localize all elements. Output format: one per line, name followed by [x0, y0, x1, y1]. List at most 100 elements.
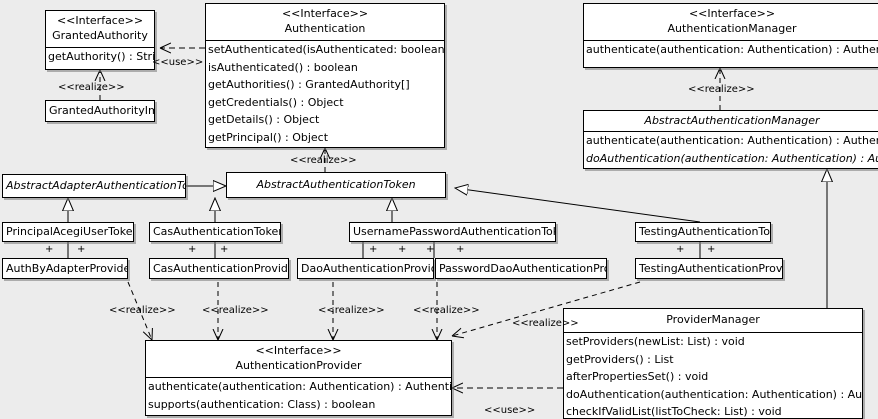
- member-row: getAuthority() : String: [48, 50, 154, 63]
- class-name-label: CasAuthenticationToken: [153, 225, 281, 238]
- member-row: setProviders(newList: List) : void: [566, 335, 745, 348]
- relation-generalization-testingauthenticationtoken: [455, 188, 701, 223]
- class-members: setAuthenticated(isAuthenticated: boolea…: [206, 40, 444, 146]
- member-row: isAuthenticated() : boolean: [208, 60, 358, 74]
- label-realize-authbyadapterprovider: <<realize>>: [109, 305, 176, 316]
- class-name-label: ProviderManager: [666, 313, 760, 326]
- multiplicity-marker: +: [707, 244, 716, 255]
- multiplicity-marker: +: [426, 244, 435, 255]
- stereotype-label: <<Interface>>: [688, 7, 776, 20]
- member-row: getCredentials() : Object: [208, 95, 344, 109]
- class-name-label: GrantedAuthorityImpl: [49, 104, 154, 117]
- class-header: <<Interface>> AuthenticationProvider: [146, 341, 451, 377]
- multiplicity-marker: +: [369, 244, 378, 255]
- class-header: CasAuthenticationToken: [150, 223, 280, 241]
- class-name-label: DaoAuthenticationProvider: [301, 262, 433, 275]
- class-header: <<Interface>> GrantedAuthority: [46, 11, 154, 47]
- class-principal-acegi-user-token[interactable]: PrincipalAcegiUserToken: [2, 222, 134, 242]
- class-granted-authority[interactable]: <<Interface>> GrantedAuthority getAuthor…: [45, 10, 155, 70]
- class-name-label: AuthByAdapterProvider: [6, 262, 128, 275]
- member-row: afterPropertiesSet() : void: [566, 370, 709, 383]
- class-abstract-authentication-token[interactable]: AbstractAuthenticationToken: [226, 172, 446, 198]
- class-name-label: AbstractAuthenticationToken: [256, 178, 416, 191]
- member-row: doAuthentication(authentication: Authent…: [566, 387, 862, 401]
- class-members: setProviders(newList: List) : void getPr…: [564, 332, 862, 418]
- multiplicity-marker: +: [45, 244, 54, 255]
- stereotype-label: <<Interface>>: [56, 14, 144, 27]
- class-name-label: TestingAuthenticationProvider: [639, 262, 783, 275]
- label-use-authentication-grantedauthority: <<use>>: [152, 57, 204, 68]
- class-header: UsernamePasswordAuthenticationToken: [350, 223, 555, 241]
- member-row: authenticate(authentication: Authenticat…: [586, 43, 878, 56]
- class-authentication[interactable]: <<Interface>> Authentication setAuthenti…: [205, 3, 445, 148]
- class-header: PrincipalAcegiUserToken: [3, 223, 133, 241]
- label-realize-casauthenticationprovider: <<realize>>: [202, 305, 269, 316]
- member-row: getPrincipal() : Object: [208, 130, 329, 144]
- class-header: CasAuthenticationProvider: [150, 259, 289, 278]
- class-header: AbstractAdapterAuthenticationToken: [3, 175, 185, 197]
- label-realize-grantedauthorityimpl: <<realize>>: [58, 82, 125, 93]
- class-cas-authentication-token[interactable]: CasAuthenticationToken: [149, 222, 281, 242]
- label-realize-abstractauthenticationtoken: <<realize>>: [290, 155, 357, 166]
- member-row: authenticate(authentication: Authenticat…: [586, 134, 878, 147]
- class-header: AuthByAdapterProvider: [3, 259, 128, 278]
- member-row: getAuthorities() : GrantedAuthority[]: [208, 78, 410, 91]
- multiplicity-marker: +: [77, 244, 86, 255]
- multiplicity-marker: +: [398, 244, 407, 255]
- class-abstract-adapter-authentication-token[interactable]: AbstractAdapterAuthenticationToken: [2, 174, 186, 198]
- class-abstract-authentication-manager[interactable]: AbstractAuthenticationManager authentica…: [583, 110, 878, 169]
- label-realize-testingauthenticationprovider: <<realize>>: [512, 318, 579, 329]
- class-name-label: Authentication: [284, 22, 366, 35]
- stereotype-label: <<Interface>>: [281, 7, 369, 20]
- class-members: authenticate(authentication: Authenticat…: [584, 131, 878, 167]
- class-username-password-authentication-token[interactable]: UsernamePasswordAuthenticationToken: [349, 222, 556, 242]
- label-use-providermanager-authenticationprovider: <<use>>: [484, 405, 536, 416]
- class-name-label: AbstractAuthenticationManager: [644, 114, 820, 127]
- class-dao-authentication-provider[interactable]: DaoAuthenticationProvider: [297, 258, 434, 279]
- label-realize-daoauthenticationprovider: <<realize>>: [318, 305, 385, 316]
- member-row: doAuthentication(authentication: Authent…: [586, 151, 878, 165]
- class-header: DaoAuthenticationProvider: [298, 259, 433, 278]
- member-row: setAuthenticated(isAuthenticated: boolea…: [208, 43, 444, 56]
- class-name-label: AuthenticationManager: [667, 22, 797, 35]
- class-name-label: AuthenticationProvider: [235, 359, 362, 372]
- label-realize-abstractauthenticationmanager: <<realize>>: [688, 84, 755, 95]
- class-authentication-manager[interactable]: <<Interface>> AuthenticationManager auth…: [583, 3, 878, 68]
- class-header: PasswordDaoAuthenticationProvider: [436, 259, 606, 278]
- class-header: TestingAuthenticationProvider: [636, 259, 783, 278]
- class-name-label: PrincipalAcegiUserToken: [6, 225, 134, 238]
- multiplicity-marker: +: [456, 244, 465, 255]
- class-members: authenticate(authentication: Authenticat…: [584, 40, 878, 59]
- class-header: ProviderManager: [564, 309, 862, 332]
- class-name-label: CasAuthenticationProvider: [153, 262, 289, 275]
- class-granted-authority-impl[interactable]: GrantedAuthorityImpl: [45, 100, 155, 122]
- member-row: getDetails() : Object: [208, 113, 320, 126]
- class-header: GrantedAuthorityImpl: [46, 101, 154, 121]
- class-name-label: UsernamePasswordAuthenticationToken: [353, 225, 556, 238]
- stereotype-label: <<Interface>>: [255, 344, 342, 357]
- label-realize-passworddaoauthenticationprovider: <<realize>>: [413, 305, 480, 316]
- class-provider-manager[interactable]: ProviderManager setProviders(newList: Li…: [563, 308, 863, 419]
- class-cas-authentication-provider[interactable]: CasAuthenticationProvider: [149, 258, 289, 279]
- class-testing-authentication-token[interactable]: TestingAuthenticationToken: [635, 222, 771, 242]
- class-header: <<Interface>> Authentication: [206, 4, 444, 40]
- class-name-label: TestingAuthenticationToken: [639, 225, 771, 238]
- class-name-label: AbstractAdapterAuthenticationToken: [6, 179, 185, 192]
- member-row: authenticate(authentication: Authenticat…: [148, 380, 451, 393]
- class-auth-by-adapter-provider[interactable]: AuthByAdapterProvider: [2, 258, 128, 279]
- multiplicity-marker: +: [220, 244, 229, 255]
- class-testing-authentication-provider[interactable]: TestingAuthenticationProvider: [635, 258, 783, 279]
- class-header: <<Interface>> AuthenticationManager: [584, 4, 878, 40]
- member-row: supports(authentication: Class) : boolea…: [148, 397, 376, 411]
- class-members: authenticate(authentication: Authenticat…: [146, 377, 451, 413]
- multiplicity-marker: +: [676, 244, 685, 255]
- class-name-label: GrantedAuthority: [52, 29, 148, 42]
- class-members: getAuthority() : String: [46, 47, 154, 66]
- multiplicity-marker: +: [188, 244, 197, 255]
- class-authentication-provider[interactable]: <<Interface>> AuthenticationProvider aut…: [145, 340, 452, 416]
- class-header: AbstractAuthenticationManager: [584, 111, 878, 131]
- class-password-dao-authentication-provider[interactable]: PasswordDaoAuthenticationProvider: [435, 258, 607, 279]
- class-header: AbstractAuthenticationToken: [227, 173, 445, 197]
- member-row: getProviders() : List: [566, 352, 674, 366]
